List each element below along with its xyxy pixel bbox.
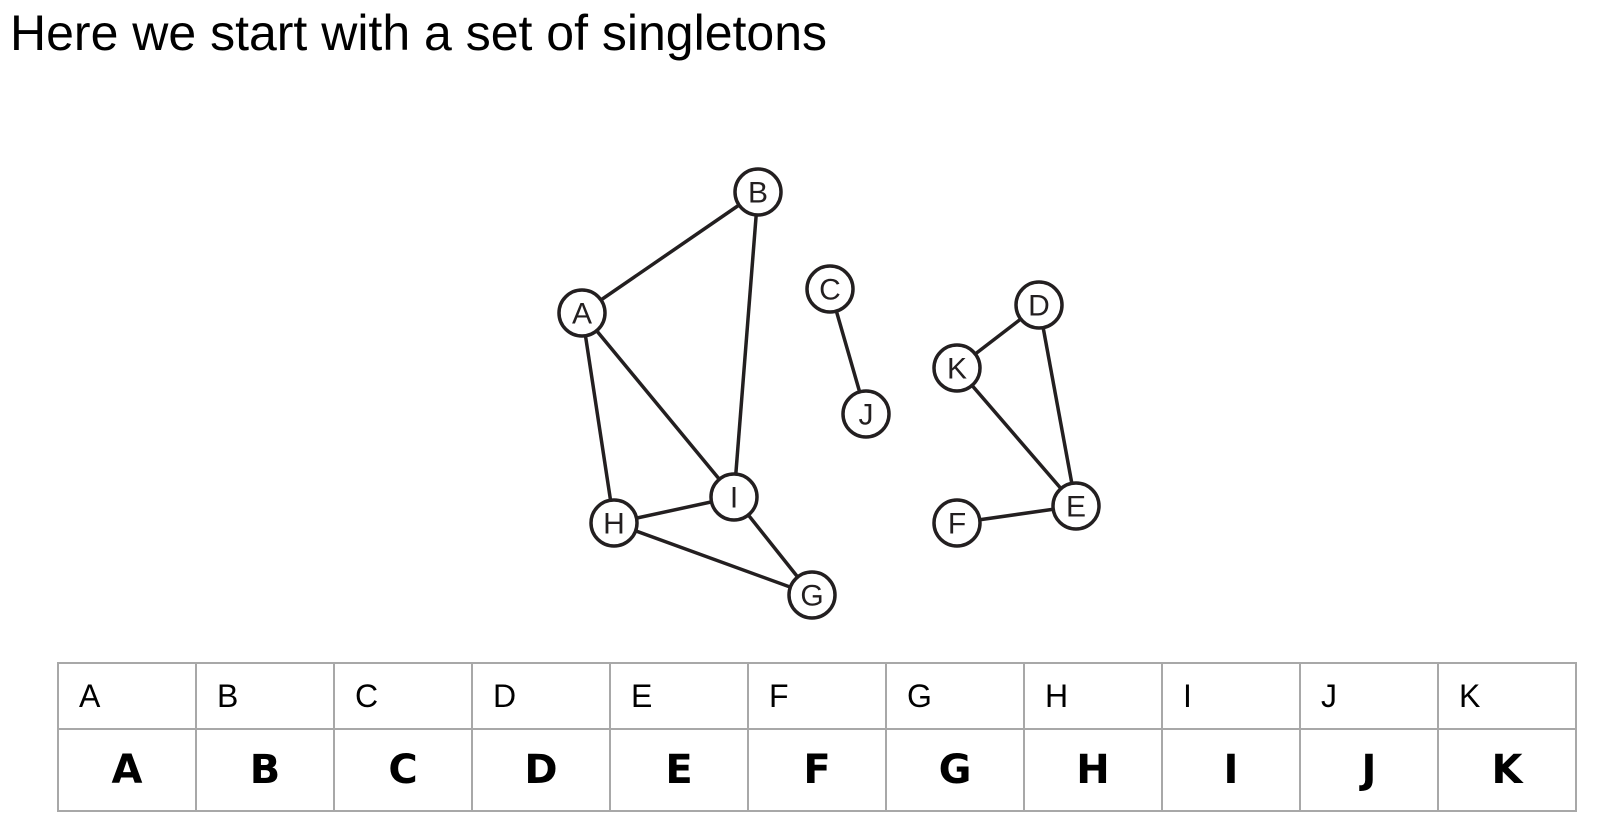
- node-k: K: [932, 343, 982, 393]
- node-label: G: [800, 580, 823, 613]
- node-c: C: [805, 264, 855, 314]
- node-label: E: [1066, 491, 1086, 524]
- edge-d-e: [1037, 304, 1078, 507]
- node-a: A: [557, 288, 607, 338]
- element-label-row: A B C D E F G H I J K: [57, 662, 1577, 730]
- node-label: A: [572, 298, 592, 331]
- node-label: H: [603, 508, 625, 541]
- node-circle: [932, 343, 982, 393]
- set-cell: B: [195, 728, 335, 812]
- node-circle: [589, 498, 639, 548]
- edge-b-i: [732, 191, 760, 498]
- edge-a-b: [581, 190, 759, 315]
- node-b: B: [733, 167, 783, 217]
- set-cell: A: [57, 728, 197, 812]
- node-circle: [557, 288, 607, 338]
- set-cell: C: [333, 728, 473, 812]
- node-i: I: [709, 472, 759, 522]
- element-label-cell: G: [885, 662, 1025, 730]
- slide-title: Here we start with a set of singletons: [10, 5, 828, 61]
- graph-nodes: A B C D E F G H I J K: [557, 167, 1101, 620]
- element-label-cell: F: [747, 662, 887, 730]
- disjoint-sets-table: A B C D E F G H I J K A B C D E F G H I …: [57, 662, 1577, 812]
- element-label-cell: K: [1437, 662, 1577, 730]
- graph-edges: [580, 190, 1078, 597]
- node-h: H: [589, 498, 639, 548]
- element-label-cell: B: [195, 662, 335, 730]
- graph-diagram: A B C D E F G H I J K: [557, 167, 1101, 620]
- set-representative-row: A B C D E F G H I J K: [57, 728, 1577, 812]
- set-cell: E: [609, 728, 749, 812]
- set-cell: F: [747, 728, 887, 812]
- set-cell: K: [1437, 728, 1577, 812]
- element-label-cell: I: [1161, 662, 1301, 730]
- element-label-cell: J: [1299, 662, 1439, 730]
- node-circle: [709, 472, 759, 522]
- node-circle: [787, 570, 837, 620]
- node-circle: [841, 389, 891, 439]
- edge-a-h: [580, 312, 616, 524]
- node-label: K: [947, 353, 967, 386]
- node-circle: [1014, 280, 1064, 330]
- set-cell: J: [1299, 728, 1439, 812]
- node-circle: [805, 264, 855, 314]
- node-circle: [733, 167, 783, 217]
- node-f: F: [932, 498, 982, 548]
- element-label-cell: H: [1023, 662, 1163, 730]
- node-label: J: [859, 399, 874, 432]
- node-label: B: [748, 177, 768, 210]
- node-circle: [932, 498, 982, 548]
- element-label-cell: D: [471, 662, 611, 730]
- node-d: D: [1014, 280, 1064, 330]
- node-label: C: [819, 274, 841, 307]
- set-cell: I: [1161, 728, 1301, 812]
- element-label-cell: A: [57, 662, 197, 730]
- node-label: F: [948, 508, 966, 541]
- element-label-cell: C: [333, 662, 473, 730]
- node-circle: [1051, 481, 1101, 531]
- edge-a-i: [580, 311, 736, 499]
- set-cell: H: [1023, 728, 1163, 812]
- set-cell: G: [885, 728, 1025, 812]
- edge-k-e: [955, 366, 1078, 508]
- node-label: I: [730, 482, 738, 515]
- node-g: G: [787, 570, 837, 620]
- element-label-cell: E: [609, 662, 749, 730]
- node-j: J: [841, 389, 891, 439]
- node-label: D: [1028, 290, 1050, 323]
- node-e: E: [1051, 481, 1101, 531]
- set-cell: D: [471, 728, 611, 812]
- edge-h-g: [613, 521, 813, 597]
